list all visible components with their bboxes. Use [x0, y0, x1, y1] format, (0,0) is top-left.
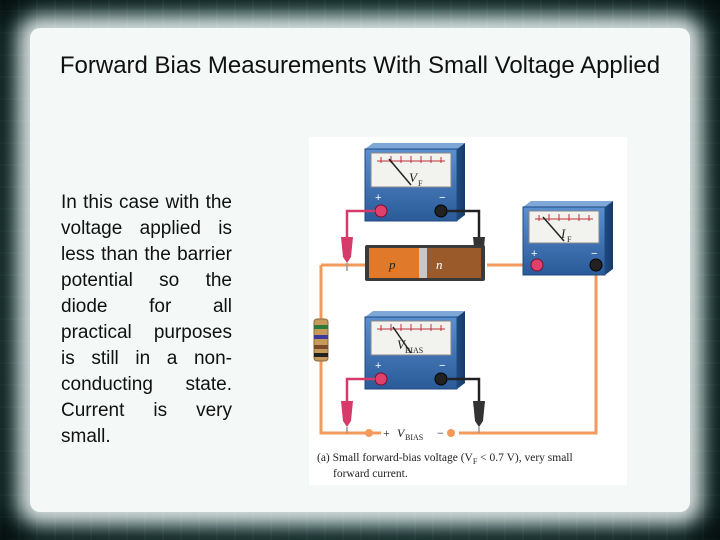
vf-probe-red [341, 237, 353, 271]
vbias-sub: BIAS [405, 346, 423, 355]
diode-p-label: p [388, 257, 396, 272]
if-plus-terminal [530, 258, 544, 272]
vf-label: V [409, 170, 419, 185]
vbias-minus-terminal [434, 372, 448, 386]
slide-body-text: In this case with the voltage applied is… [61, 192, 232, 447]
svg-text:(a) Small forward-bias voltag: (a) Small forward-bias voltage (VF < 0.7… [317, 452, 573, 466]
diode: p n [365, 245, 485, 281]
caption-line1-sub: F [473, 457, 478, 466]
vf-sub: F [418, 179, 423, 188]
circuit-figure: V F + − p n [309, 137, 627, 485]
vbias-probe-black [473, 401, 485, 433]
vf-plus-terminal [374, 204, 388, 218]
vf-minus-terminal [434, 204, 448, 218]
vf-plus-label: + [375, 192, 381, 204]
circuit-diagram: V F + − p n [313, 143, 613, 480]
if-sub: F [567, 235, 572, 244]
figure-caption: (a) Small forward-bias voltage (VF < 0.7… [317, 452, 573, 480]
bias-source: + V BIAS − [365, 426, 455, 442]
source-plus: + [383, 426, 390, 440]
source-minus: − [437, 426, 444, 440]
ammeter-if: I F + − [522, 201, 613, 276]
vbias-plus-terminal [374, 372, 388, 386]
diode-n-label: n [436, 257, 443, 272]
if-minus-label: − [591, 248, 597, 260]
if-minus-terminal [589, 258, 603, 272]
vbias-minus-label: − [439, 360, 445, 372]
caption-line1-b: < 0.7 V), very small [477, 452, 572, 464]
vbias-label: V [397, 337, 407, 352]
caption-line1-a: (a) Small forward-bias voltage (V [317, 452, 474, 464]
vf-minus-label: − [439, 192, 445, 204]
voltmeter-vbias: V BIAS + − [364, 311, 465, 390]
if-label: I [560, 226, 566, 241]
slide-title: Forward Bias Measurements With Small Vol… [59, 52, 661, 79]
resistor [313, 318, 329, 362]
voltmeter-vf: V F + − [364, 143, 465, 222]
vbias-probe-red [341, 401, 353, 433]
if-plus-label: + [531, 248, 537, 260]
source-label: V [397, 426, 406, 440]
caption-line2: forward current. [333, 468, 408, 480]
vbias-plus-label: + [375, 360, 381, 372]
source-sub: BIAS [405, 433, 423, 442]
